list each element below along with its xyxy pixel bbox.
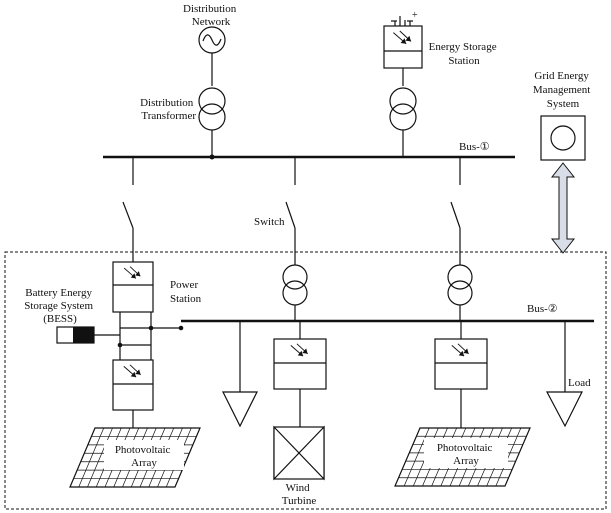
load-label: Load — [568, 377, 591, 389]
pv-grid-line — [403, 427, 430, 487]
grid-ems-icon — [540, 115, 586, 161]
distribution-network-label: Distribution Network — [183, 3, 239, 28]
pv-array-right-label: Photovoltaic Array — [437, 442, 495, 467]
grid-ems-label: Grid Energy Management System — [533, 70, 593, 110]
load-right — [546, 321, 583, 428]
switch-label: Switch — [254, 216, 285, 228]
wind-turbine-label: Wind Turbine — [282, 482, 317, 507]
pv-array-left-label: Photovoltaic Array — [115, 444, 173, 469]
bus-2-label: Bus-② — [527, 303, 558, 315]
transformer-right — [447, 264, 473, 321]
pv-grid-line — [78, 427, 105, 488]
pv-grid-line — [495, 427, 522, 487]
pv-converter-left — [112, 359, 154, 428]
ems-communication-arrow — [550, 162, 576, 254]
load-left — [222, 321, 258, 428]
power-station-label: Power Station — [170, 279, 202, 305]
pv-right-label-bg — [424, 438, 508, 468]
energy-storage-station: + — [383, 10, 423, 157]
distribution-network-source — [198, 26, 226, 86]
power-station-converter — [112, 261, 154, 313]
bess-label: Battery Energy Storage System (BESS) — [24, 287, 96, 325]
switch-left — [122, 157, 134, 262]
energy-storage-station-label: Energy Storage Station — [429, 41, 500, 67]
distribution-transformer-label: Distribution Transformer — [140, 97, 196, 122]
svg-text:+: + — [412, 10, 418, 21]
pv-grid-line — [87, 427, 113, 488]
dc-link — [117, 312, 184, 360]
bus-1-label: Bus-① — [459, 141, 490, 153]
switch-middle — [285, 157, 296, 265]
wind-turbine-icon — [273, 425, 325, 481]
switch-right — [450, 157, 461, 265]
transformer-middle — [282, 264, 308, 321]
bess-battery-icon — [56, 326, 120, 344]
wind-converter — [273, 321, 327, 427]
microgrid-boundary — [4, 251, 607, 510]
pv-left-label-bg — [104, 440, 184, 470]
distribution-transformer-icon — [198, 87, 226, 160]
pv-converter-right — [434, 321, 488, 428]
